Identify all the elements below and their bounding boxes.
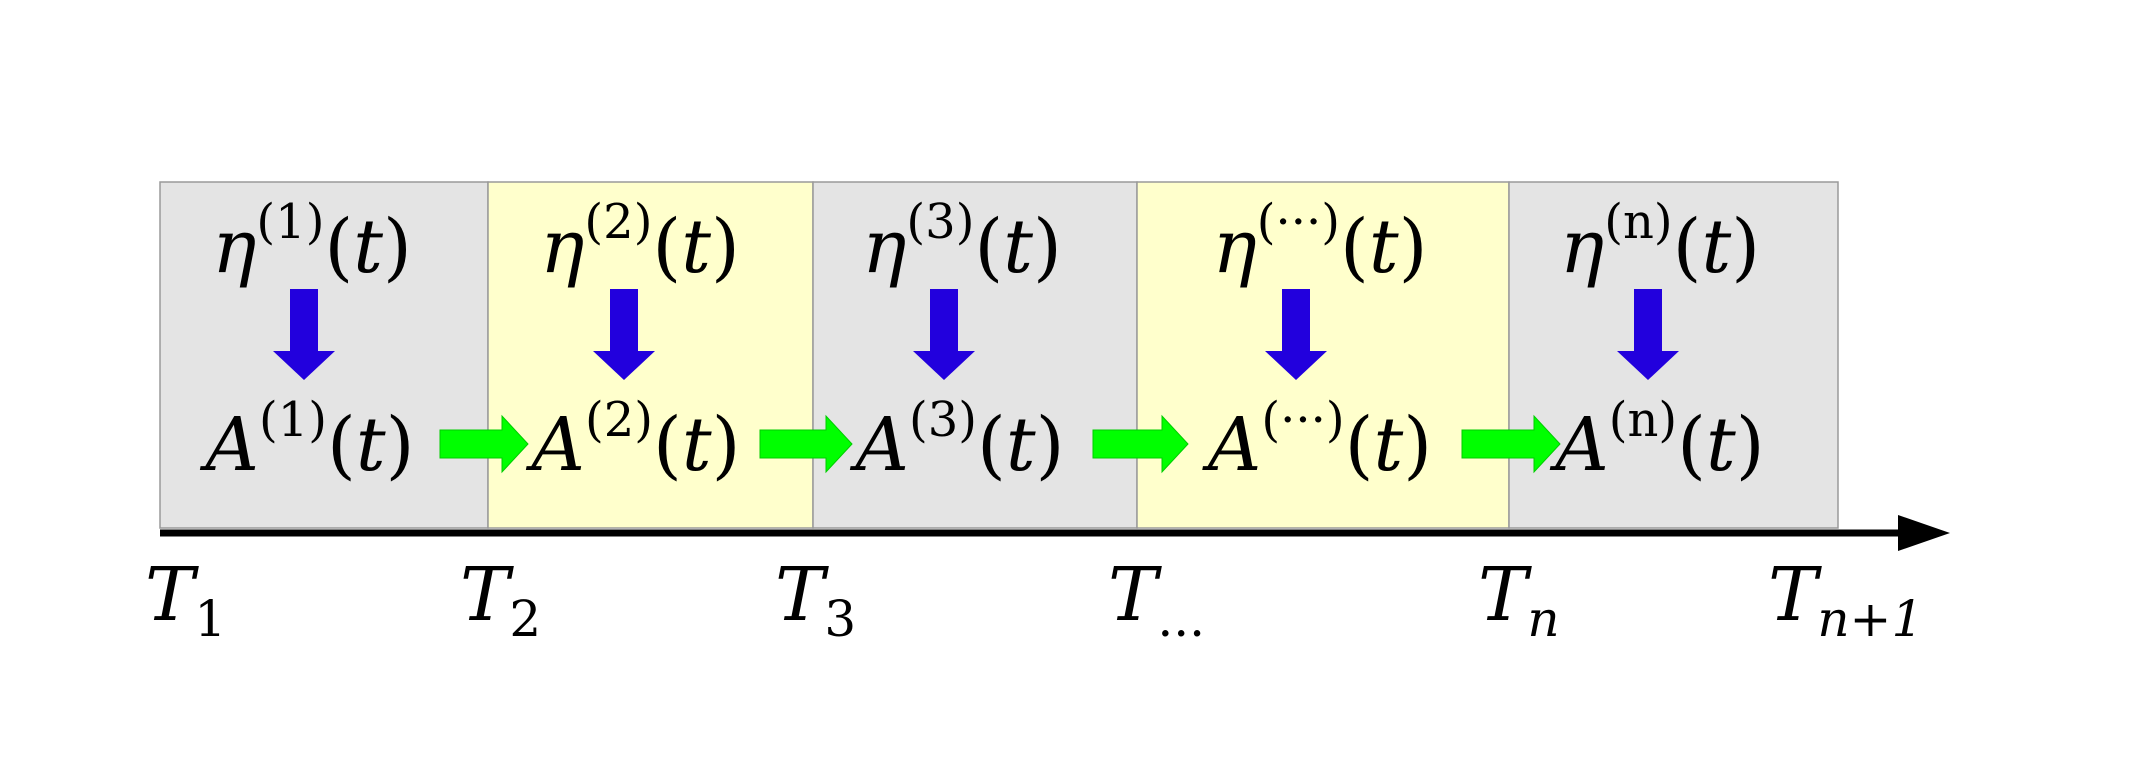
right-arrow-icon	[1092, 414, 1189, 474]
axis-arrowhead-icon	[1898, 515, 1950, 551]
a-label-2: A(2)(t)	[526, 392, 741, 488]
a-label-4-text: A(···)(t)	[1202, 392, 1432, 488]
tick-label-1: T1	[145, 552, 226, 648]
eta-label-1-argument: (t)	[324, 204, 412, 290]
right-arrow-icon	[759, 414, 853, 474]
eta-label-4-text: η(···)(t)	[1212, 194, 1427, 290]
eta-label-2-text: η(2)(t)	[540, 194, 740, 290]
panel-3	[812, 181, 1138, 529]
a-label-5-argument: (t)	[1677, 402, 1765, 488]
down-arrow-icon	[1617, 289, 1679, 380]
down-arrow-icon	[273, 289, 335, 380]
tick-text: Tn+1	[1768, 552, 1923, 648]
eta-label-3-text: η(3)(t)	[862, 194, 1062, 290]
eta-label-5-base: η	[1560, 204, 1604, 290]
a-label-5-text: A(n)(t)	[1549, 392, 1764, 488]
a-label-3-argument: (t)	[977, 402, 1065, 488]
arrows-layer	[273, 289, 1679, 474]
a-label-3: A(3)(t)	[850, 392, 1065, 488]
a-label-1-base: A	[200, 402, 259, 488]
tick-text: T...	[1108, 552, 1205, 648]
eta-label-3-argument: (t)	[974, 204, 1062, 290]
a-label-1-text: A(1)(t)	[200, 392, 415, 488]
a-label-3-base: A	[850, 402, 909, 488]
tick-base: T	[460, 552, 514, 638]
tick-label-3: T3	[775, 552, 856, 648]
a-label-1-superscript: (1)	[259, 392, 327, 448]
a-label-2-argument: (t)	[653, 402, 741, 488]
tick-text: Tn	[1478, 552, 1560, 648]
eta-label-1-text: η(1)(t)	[212, 194, 412, 290]
time-axis	[160, 515, 1950, 551]
tick-text: T2	[460, 552, 541, 648]
tick-subscript: n+1	[1817, 590, 1923, 648]
tick-text: T3	[775, 552, 856, 648]
eta-label-4-argument: (t)	[1340, 204, 1428, 290]
a-label-2-text: A(2)(t)	[526, 392, 741, 488]
tick-base: T	[1108, 552, 1162, 638]
eta-label-3-base: η	[862, 204, 906, 290]
eta-label-1-superscript: (1)	[256, 194, 324, 250]
tick-label-4: T...	[1108, 552, 1205, 648]
right-arrow-icon	[439, 414, 529, 474]
eta-label-3-superscript: (3)	[906, 194, 974, 250]
a-label-4: A(···)(t)	[1202, 392, 1432, 488]
eta-label-4-base: η	[1212, 204, 1256, 290]
tick-subscript: 3	[824, 590, 856, 648]
a-label-4-argument: (t)	[1345, 402, 1433, 488]
tick-base: T	[775, 552, 829, 638]
panel-4	[1136, 181, 1510, 529]
labels-layer: η(1)(t)A(1)(t)η(2)(t)A(2)(t)η(3)(t)A(3)(…	[200, 194, 1765, 488]
a-label-5-superscript: (n)	[1609, 392, 1677, 448]
eta-label-5-text: η(n)(t)	[1560, 194, 1760, 290]
tick-subscript: 2	[509, 590, 541, 648]
eta-label-1-base: η	[212, 204, 256, 290]
tick-label-5: Tn	[1478, 552, 1560, 648]
tick-label-6: Tn+1	[1768, 552, 1923, 648]
tick-subscript: n	[1527, 590, 1559, 648]
tick-text: T1	[145, 552, 226, 648]
tick-label-2: T2	[460, 552, 541, 648]
a-label-3-superscript: (3)	[909, 392, 977, 448]
eta-label-2-argument: (t)	[652, 204, 740, 290]
eta-label-4-superscript: (···)	[1257, 194, 1340, 250]
panels-layer	[159, 181, 1839, 529]
down-arrow-icon	[1265, 289, 1327, 380]
down-arrow-icon	[593, 289, 655, 380]
eta-label-5: η(n)(t)	[1560, 194, 1760, 290]
eta-label-5-argument: (t)	[1673, 204, 1761, 290]
eta-label-4: η(···)(t)	[1212, 194, 1427, 290]
a-label-2-base: A	[526, 402, 585, 488]
a-label-5-base: A	[1549, 402, 1608, 488]
down-arrow-icon	[913, 289, 975, 380]
eta-label-2: η(2)(t)	[540, 194, 740, 290]
tick-subscript: 1	[194, 590, 226, 648]
a-label-1: A(1)(t)	[200, 392, 415, 488]
eta-label-1: η(1)(t)	[212, 194, 412, 290]
eta-label-3: η(3)(t)	[862, 194, 1062, 290]
a-label-3-text: A(3)(t)	[850, 392, 1065, 488]
tick-base: T	[1478, 552, 1532, 638]
eta-label-5-superscript: (n)	[1604, 194, 1672, 250]
a-label-1-argument: (t)	[327, 402, 415, 488]
right-arrow-icon	[1461, 414, 1561, 474]
a-label-5: A(n)(t)	[1549, 392, 1764, 488]
a-label-4-superscript: (···)	[1261, 392, 1344, 448]
a-label-4-base: A	[1202, 402, 1261, 488]
eta-label-2-superscript: (2)	[584, 194, 652, 250]
tick-base: T	[145, 552, 199, 638]
tick-subscript: ...	[1157, 590, 1205, 648]
tick-base: T	[1768, 552, 1822, 638]
eta-label-2-base: η	[540, 204, 584, 290]
a-label-2-superscript: (2)	[585, 392, 653, 448]
